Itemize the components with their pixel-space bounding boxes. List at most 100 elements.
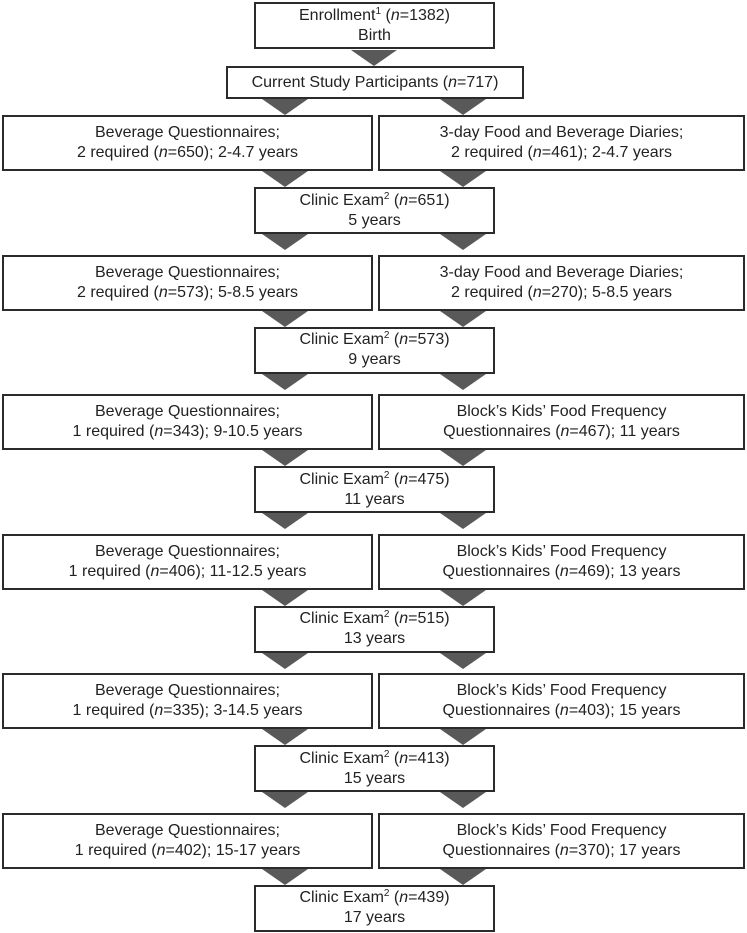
clinic-exam-open: ( <box>389 470 400 488</box>
clinic-exam-box: Clinic Exam2 (n=413)15 years <box>254 745 495 792</box>
left-box-title: Beverage Questionnaires; <box>95 263 280 281</box>
clinic-exam-age: 15 years <box>343 769 406 787</box>
right-box-title: Block’s Kids’ Food Frequency <box>456 403 667 420</box>
flow-arrow <box>262 373 308 390</box>
right-box-title: 3-day Food and Beverage Diaries; <box>439 263 684 281</box>
flow-arrow <box>262 234 308 250</box>
clinic-exam-footnote: 2 <box>383 748 390 760</box>
enrollment-footnote: 1 <box>375 5 382 17</box>
flow-arrow <box>440 373 486 390</box>
clinic-exam-open: ( <box>389 610 400 627</box>
right-box-title: Block’s Kids’ Food Frequency <box>456 542 667 560</box>
left-box-count-pre: 1 required ( <box>68 562 151 580</box>
n-symbol: n <box>532 144 542 161</box>
left-box-count: 1 required (n=335); 3-14.5 years <box>73 701 303 721</box>
n-symbol: n <box>399 191 409 209</box>
flow-arrow <box>440 589 486 606</box>
n-symbol: n <box>150 562 160 580</box>
flow-arrow <box>262 450 308 466</box>
right-box-count-pre: 2 required ( <box>450 144 533 161</box>
right-box-count-post: =403); 15 years <box>568 702 681 719</box>
clinic-exam-line: Clinic Exam2 (n=515) <box>299 609 449 629</box>
clinic-exam-footnote: 2 <box>383 469 390 481</box>
n-symbol: n <box>559 702 569 719</box>
enrollment-box: Enrollment1 (n=1382) Birth <box>254 2 495 49</box>
clinic-exam-line: Clinic Exam2 (n=475) <box>299 470 449 490</box>
clinic-exam-box: Clinic Exam2 (n=573)9 years <box>254 326 495 374</box>
right-box-count-post: =469); 13 years <box>568 562 681 580</box>
clinic-exam-box: Clinic Exam2 (n=651)5 years <box>254 187 495 234</box>
right-box-count-pre: 2 required ( <box>450 283 533 301</box>
clinic-exam-count: =439) <box>408 889 450 906</box>
clinic-exam-line: Clinic Exam2 (n=651) <box>299 191 449 211</box>
clinic-exam-box: Clinic Exam2 (n=515)13 years <box>254 605 495 653</box>
clinic-exam-footnote: 2 <box>383 888 390 899</box>
diet-assessment-box: 3-day Food and Beverage Diaries; 2 requir… <box>378 254 745 311</box>
flow-arrow <box>262 513 308 529</box>
right-box-title: 3-day Food and Beverage Diaries; <box>439 124 684 141</box>
flow-arrow <box>440 729 486 745</box>
enrollment-count: =1382) <box>399 6 450 24</box>
right-box-count-post: =461); 2-4.7 years <box>541 144 673 161</box>
n-symbol: n <box>399 749 409 767</box>
clinic-exam-open: ( <box>389 749 400 767</box>
left-box-count-post: =402); 15-17 years <box>165 841 301 859</box>
left-box-count: 1 required (n=402); 15-17 years <box>75 841 300 861</box>
left-box-title: Beverage Questionnaires; <box>95 542 280 560</box>
beverage-questionnaire-box: Beverage Questionnaires; 1 required (n=33… <box>2 673 373 729</box>
clinic-exam-count: =651) <box>408 191 450 209</box>
left-box-count-post: =406); 11-12.5 years <box>159 562 307 580</box>
left-box-title: Beverage Questionnaires; <box>95 682 280 699</box>
flow-arrow <box>262 589 308 606</box>
enrollment-sub: Birth <box>358 26 391 44</box>
beverage-questionnaire-box: Beverage Questionnaires;2 required (n=65… <box>2 115 373 171</box>
flow-arrow <box>440 652 486 669</box>
enrollment-open: ( <box>381 6 391 24</box>
flow-arrow <box>262 652 308 669</box>
clinic-exam-label: Clinic Exam <box>299 470 384 488</box>
right-box-title: Block’s Kids’ Food Frequency <box>456 821 667 839</box>
flow-arrow <box>262 99 308 115</box>
clinic-exam-label: Clinic Exam <box>299 331 384 348</box>
right-box-count-post: =467); 11 years <box>569 423 680 440</box>
flow-arrow <box>262 171 308 187</box>
flow-arrow <box>440 868 486 885</box>
clinic-exam-label: Clinic Exam <box>299 610 384 627</box>
participants-line: Current Study Participants (n=717) <box>252 73 499 93</box>
left-box-title: Beverage Questionnaires; <box>95 821 280 839</box>
n-symbol: n <box>158 144 168 161</box>
left-box-title: Beverage Questionnaires; <box>95 124 280 141</box>
flow-arrow <box>351 50 397 66</box>
n-symbol: n <box>399 470 409 488</box>
beverage-questionnaire-box: Beverage Questionnaires; 1 required (n=40… <box>2 812 373 869</box>
right-box-count-pre: Questionnaires ( <box>443 423 561 440</box>
clinic-exam-label: Clinic Exam <box>299 191 384 209</box>
left-box-count-pre: 1 required ( <box>72 423 155 440</box>
diet-assessment-box: 3-day Food and Beverage Diaries; 2 requir… <box>378 115 745 171</box>
clinic-exam-age: 17 years <box>343 909 406 926</box>
flow-arrow <box>262 310 308 327</box>
n-symbol: n <box>448 73 458 91</box>
flow-arrow <box>440 792 486 808</box>
clinic-exam-age: 13 years <box>343 630 406 647</box>
clinic-exam-age: 5 years <box>348 211 401 229</box>
right-box-count: 2 required (n=461); 2-4.7 years <box>451 143 672 163</box>
n-symbol: n <box>399 610 409 627</box>
right-box-count: Questionnaires (n=467); 11 years <box>443 422 680 442</box>
left-box-count-pre: 1 required ( <box>72 702 155 719</box>
clinic-exam-count: =515) <box>408 610 450 627</box>
left-box-count: 2 required (n=573); 5-8.5 years <box>77 283 298 303</box>
clinic-exam-open: ( <box>389 191 400 209</box>
clinic-exam-open: ( <box>389 331 400 348</box>
left-box-count-pre: 2 required ( <box>76 283 159 301</box>
n-symbol: n <box>156 841 166 859</box>
clinic-exam-line: Clinic Exam2 (n=573) <box>299 330 449 350</box>
left-box-count-post: =335); 3-14.5 years <box>163 702 303 719</box>
n-symbol: n <box>559 841 569 859</box>
right-box-count: 2 required (n=270); 5-8.5 years <box>451 283 672 303</box>
clinic-exam-count: =475) <box>408 470 450 488</box>
clinic-exam-box: Clinic Exam2 (n=475)11 years <box>254 466 495 513</box>
